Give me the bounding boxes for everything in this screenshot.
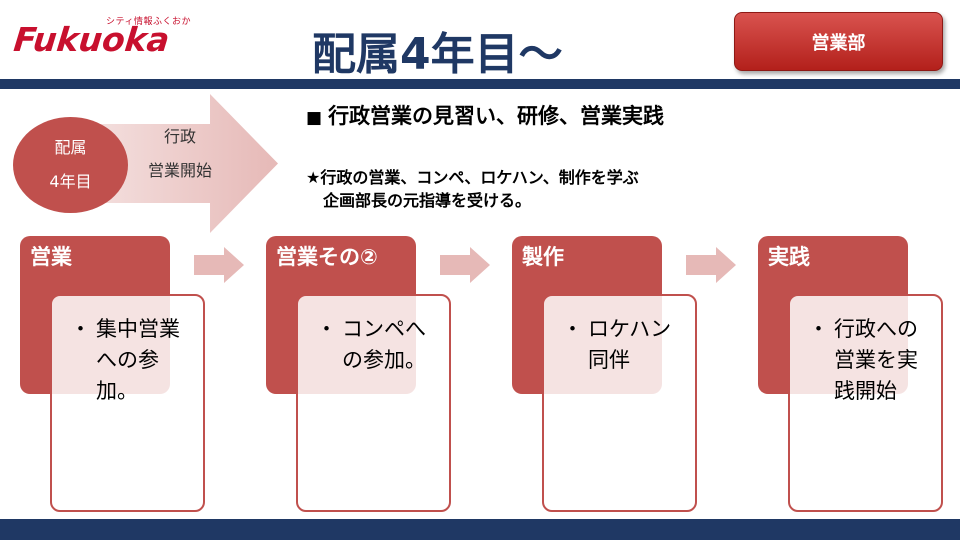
step-body: コンペへの参加。: [342, 317, 426, 372]
headline: ■行政営業の見習い、研修、営業実践: [306, 100, 664, 130]
footer-bar: [0, 519, 960, 540]
step-card-3: ・ロケハン同伴: [542, 294, 697, 512]
note-line2: 企画部長の元指導を受ける。: [323, 191, 532, 210]
headline-text: 行政営業の見習い、研修、営業実践: [328, 104, 665, 128]
step-card-4: ・行政への営業を実践開始: [788, 294, 943, 512]
step-body: 行政への営業を実践開始: [834, 317, 918, 403]
page-title: 配属4年目～: [312, 29, 563, 80]
hero-circle: 配属 4年目: [13, 117, 128, 213]
hero-circle-line2: 4年目: [49, 172, 92, 191]
flow-arrow-icon: [440, 247, 490, 283]
hero-circle-line1: 配属: [54, 138, 87, 157]
step-card-2: ・コンペへの参加。: [296, 294, 451, 512]
step-title: 営業: [30, 245, 72, 269]
department-badge: 営業部: [734, 12, 943, 71]
note-line1: ★行政の営業、コンペ、ロケハン、制作を学ぶ: [306, 168, 639, 187]
step-title: 製作: [522, 245, 564, 269]
square-bullet-icon: ■: [306, 108, 323, 128]
bullet-dot-icon: ・: [70, 317, 91, 341]
step-card-1: ・集中営業への参加。: [50, 294, 205, 512]
step-body: 集中営業への参加。: [96, 317, 180, 403]
hero-arrow-text: 行政 営業開始: [130, 120, 230, 188]
hero-arrow-shape: [60, 94, 278, 233]
company-logo: シティ情報ふくおか Fukuoka: [11, 14, 234, 60]
flow-arrow-icon: [194, 247, 244, 283]
step-body: ロケハン同伴: [588, 317, 672, 372]
bullet-dot-icon: ・: [808, 317, 829, 341]
bullet-dot-icon: ・: [316, 317, 337, 341]
bullet-dot-icon: ・: [562, 317, 583, 341]
flow-arrow-icon: [686, 247, 736, 283]
note: ★行政の営業、コンペ、ロケハン、制作を学ぶ 企画部長の元指導を受ける。: [306, 166, 639, 212]
step-title: 実践: [768, 245, 810, 269]
hero-arrow-line2: 営業開始: [147, 161, 212, 180]
logo-tagline: シティ情報ふくおか: [106, 17, 191, 27]
header-divider: [0, 79, 960, 89]
hero-arrow-line1: 行政: [163, 127, 196, 146]
step-title: 営業その②: [276, 245, 378, 269]
logo-wordmark: Fukuoka: [11, 20, 172, 59]
